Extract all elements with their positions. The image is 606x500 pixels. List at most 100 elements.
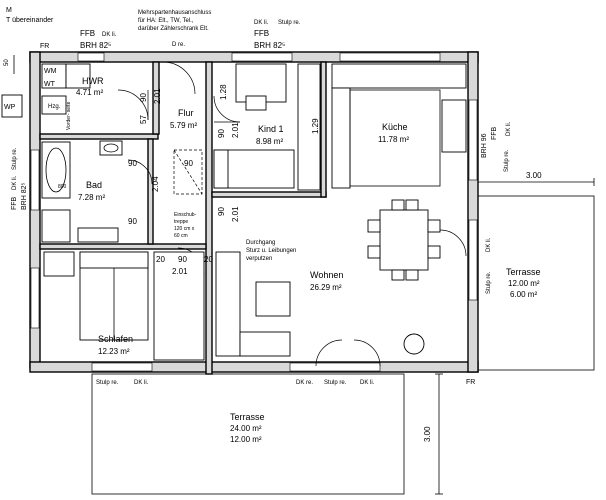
dk-li-right: DK li.	[506, 121, 512, 136]
einschub-1: Einschub-	[174, 212, 197, 218]
dim-129: 1.29	[311, 118, 320, 134]
durchgang-3: verputzen	[246, 256, 272, 262]
dim-20-a: 20	[156, 255, 165, 264]
stulp-re-label-1: Stulp re.	[278, 20, 301, 26]
bathroom-fixtures	[41, 140, 123, 243]
wp-label: WP	[4, 104, 16, 111]
dim-300-right: 3.00	[526, 171, 542, 180]
kitchen-furniture	[331, 63, 467, 189]
dim-128: 1.28	[219, 84, 228, 100]
room-kueche-name: Küche	[382, 122, 408, 132]
terrace-right-area2: 6.00 m²	[510, 290, 537, 299]
dim-90-wohnen: 90	[217, 207, 226, 216]
labels: M T übereinander FR FFB DK li. BRH 82⁵ M…	[4, 7, 542, 444]
heat-pump	[1, 94, 23, 118]
kind1-furniture	[213, 63, 321, 191]
terrace-bottom-area1: 24.00 m²	[230, 424, 262, 433]
dk-li-bottom-2: DK li.	[360, 380, 375, 386]
stulp-re-bottom-1: Stulp re.	[96, 380, 119, 386]
brh-label-1: BRH 82⁵	[80, 41, 111, 50]
brh96-label: BRH 96	[481, 133, 488, 158]
fr-label-bottom: FR	[466, 379, 475, 386]
dk-li-label-2: DK li.	[254, 20, 269, 26]
stulp-re-left: Stulp re.	[12, 147, 18, 170]
inner-walls	[39, 61, 327, 375]
sofa-left	[215, 251, 241, 357]
shower	[41, 209, 71, 243]
room-flur-name: Flur	[178, 108, 194, 118]
kitchen-counter-left	[331, 87, 351, 189]
room-kind1-area: 8.98 m²	[256, 137, 283, 146]
terrace-bottom	[91, 373, 405, 495]
dim-201-kind1: 2.01	[231, 122, 240, 138]
note-m: M	[6, 7, 12, 14]
room-kind1-name: Kind 1	[258, 124, 284, 134]
fridge	[441, 99, 467, 153]
einschub-2: treppe	[174, 219, 188, 225]
room-bad-area: 7.28 m²	[78, 193, 105, 202]
plant	[403, 333, 425, 355]
ffb-left: FFB	[11, 196, 18, 210]
brh-label-2: BRH 82⁵	[254, 41, 285, 50]
living-furniture	[215, 199, 441, 357]
brh-left: BRH 82⁵	[21, 182, 28, 210]
room-schlafen-area: 12.23 m²	[98, 347, 130, 356]
dim-204: 2.04	[151, 176, 160, 192]
room-flur-area: 5.79 m²	[170, 121, 197, 130]
wardrobe-kind1	[297, 63, 321, 191]
stulp-re-right: Stulp re.	[504, 149, 510, 172]
wt-label: WT	[44, 81, 56, 88]
dim-57: 57	[139, 115, 148, 124]
hwr-fixtures	[1, 63, 91, 118]
dk-re-bottom: DK re.	[296, 380, 313, 386]
durchgang-2: Sturz u. Leibungen	[246, 248, 296, 254]
wm-label: WM	[44, 68, 57, 75]
hzg-label: Hzg.	[48, 104, 61, 110]
room-schlafen-name: Schlafen	[98, 334, 133, 344]
mehrsparten-1: Mehrspartenhausanschluss	[138, 10, 211, 16]
dim-201-hwr: 2.01	[153, 88, 162, 104]
stulp-re-bottom-2: Stulp re.	[324, 380, 347, 386]
dim-201-wohnen: 2.01	[231, 206, 240, 222]
dim-300-bottom: 3.00	[423, 426, 432, 442]
room-kueche-area: 11.78 m²	[378, 135, 409, 144]
bathtub	[41, 141, 71, 199]
dim-50: 50	[4, 59, 10, 66]
dim-20-b: 20	[204, 255, 213, 264]
ffb-right: FFB	[491, 126, 498, 140]
wardrobe-bedroom	[153, 251, 205, 361]
terrace-bottom-name: Terrasse	[230, 412, 265, 422]
dk-li-left: DK li.	[12, 175, 18, 190]
dim-90-flur: 90	[184, 159, 193, 168]
dim-90-bad: 90	[128, 159, 137, 168]
note-uebereinander: T übereinander	[6, 17, 54, 24]
terrace-right-name: Terrasse	[506, 267, 541, 277]
einschub-3: 120 cm x	[174, 226, 195, 232]
room-wohnen-name: Wohnen	[310, 270, 343, 280]
terrace-right-area1: 12.00 m²	[508, 279, 540, 288]
dim-201-schlafen: 2.01	[172, 267, 188, 276]
dk-li-label-1: DK li.	[102, 32, 117, 38]
attic-hatch	[173, 149, 203, 195]
toilet-area	[77, 227, 119, 243]
bathtub-dim: 800	[58, 184, 67, 190]
terrace-bottom-area2: 12.00 m²	[230, 435, 262, 444]
washing-machine	[41, 63, 67, 89]
vorderseite-label: Vorder- seite	[66, 101, 72, 130]
dk-li-terrace: DK li.	[486, 237, 492, 252]
outer-walls	[29, 51, 479, 373]
sink	[99, 140, 123, 156]
dk-li-bottom-1: DK li.	[134, 380, 149, 386]
ffb-label-1: FFB	[80, 29, 95, 38]
dim-90-kind1: 90	[217, 129, 226, 138]
room-hwr-name: HWR	[82, 76, 104, 86]
sofa-bottom	[239, 331, 291, 357]
room-wohnen-area: 26.29 m²	[310, 283, 342, 292]
dryer	[65, 63, 91, 89]
dim-90-hwr: 90	[139, 93, 148, 102]
fr-label-top: FR	[40, 43, 49, 50]
coffee-table	[255, 281, 291, 317]
heating-unit	[41, 95, 67, 115]
mehrsparten-2: für HA: Elt., TW, Tel.,	[138, 18, 194, 24]
